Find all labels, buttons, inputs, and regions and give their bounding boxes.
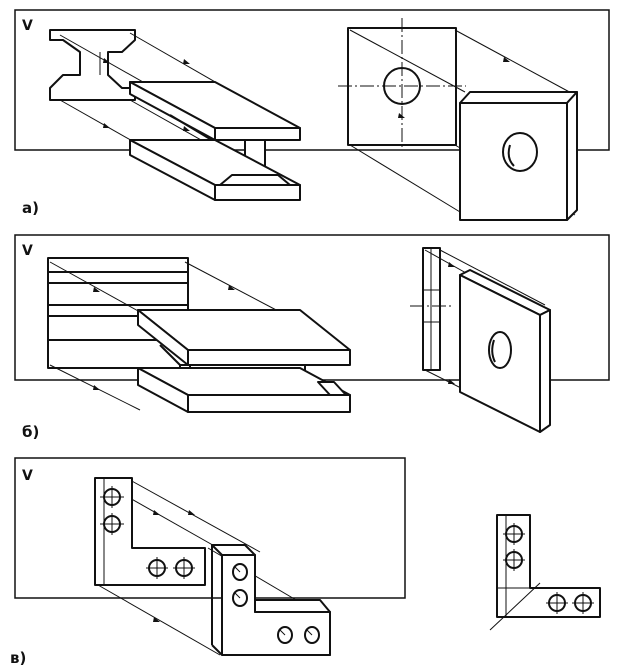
- panel-b: V б): [14, 234, 610, 441]
- bolt-hole-icon: [232, 563, 248, 581]
- i-beam-object-b: [137, 309, 351, 413]
- bolt-hole-icon: [173, 557, 195, 579]
- panel-c: V в): [10, 457, 601, 667]
- bolt-hole-icon: [503, 523, 525, 545]
- l-bracket-detail-c: [489, 514, 601, 631]
- bolt-hole-icon: [277, 626, 293, 644]
- panel-a: V а): [14, 9, 610, 221]
- l-bracket-object-c: [211, 544, 331, 656]
- bolt-hole-icon: [100, 486, 124, 508]
- projection-plane-a: [14, 9, 610, 151]
- projection-plane-c: [14, 457, 406, 599]
- plane-label-b: V: [22, 243, 33, 259]
- plate-object-b: [459, 269, 551, 433]
- bolt-hole-icon: [503, 549, 525, 571]
- plane-label-c: V: [22, 468, 33, 484]
- plate-projection-a: [338, 18, 466, 148]
- bolt-hole-icon: [546, 592, 568, 614]
- bolt-hole-icon: [232, 589, 248, 607]
- caption-a: а): [22, 199, 39, 217]
- bolt-hole-icon: [572, 592, 594, 614]
- i-beam-object-a: [129, 81, 301, 201]
- caption-c: в): [10, 649, 26, 667]
- plate-object-a: [459, 91, 578, 221]
- projection-rays-b-left: [49, 261, 281, 411]
- bolt-hole-icon: [146, 557, 168, 579]
- plane-label-a: V: [22, 18, 33, 34]
- caption-b: б): [22, 423, 39, 441]
- bolt-hole-icon: [304, 626, 320, 644]
- bolt-hole-icon: [100, 513, 124, 535]
- i-beam-projection-a: [49, 29, 136, 101]
- l-bracket-projection-c: [94, 477, 206, 586]
- plate-projection-b: [410, 247, 452, 371]
